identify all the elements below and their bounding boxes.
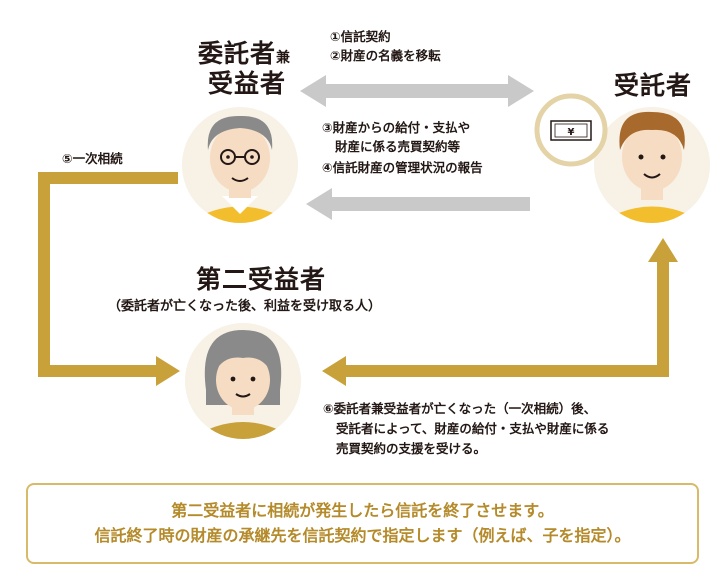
settlor-line2: 受益者 — [208, 69, 287, 98]
summary-line-1: 第二受益者に相続が発生したら信託を終了させます。 — [171, 501, 554, 520]
money-yen-symbol: ¥ — [568, 127, 575, 138]
step-5-label: ⑤一次相続 — [62, 151, 123, 166]
second-beneficiary-note: （委託者が亡くなった後、利益を受け取る人） — [108, 299, 382, 314]
step-2-label: ②財産の名義を移転 — [330, 48, 441, 63]
step-3-label-line2: 財産に係る売買契約等 — [335, 139, 461, 154]
step-6-label-line3: 売買契約の支援を受ける。 — [336, 441, 487, 456]
step-6-label-line1: ⑥委託者兼受益者が亡くなった（一次相続）後、 — [323, 401, 597, 416]
settlor-title: 委託者兼 — [198, 34, 291, 70]
second-beneficiary-title: 第二受益者 — [196, 265, 327, 294]
trustee-title: 受託者 — [614, 71, 693, 100]
money-icon: ¥ — [534, 93, 608, 167]
step-4-label: ④信託財産の管理状況の報告 — [322, 160, 483, 175]
settlor-avatar — [182, 107, 298, 223]
step-6-label-line2: 受託者によって、財産の給付・支払や財産に係る — [336, 421, 610, 436]
left-arrow-gray — [306, 188, 530, 220]
gold-arrow-trustee-support — [322, 238, 678, 386]
summary-box: 第二受益者に相続が発生したら信託を終了させます。 信託終了時の財産の承継先を信託… — [26, 483, 699, 564]
trustee-avatar — [594, 107, 710, 223]
second-beneficiary-avatar — [185, 323, 301, 439]
summary-line-2: 信託終了時の財産の承継先を信託契約で指定します（例えば、子を指定）。 — [94, 526, 631, 545]
step-1-label: ①信託契約 — [330, 29, 391, 44]
step-3-label-line1: ③財産からの給付・支払や — [322, 120, 471, 135]
settlor-suffix: 兼 — [276, 50, 292, 66]
gold-arrow-first-inheritance — [38, 172, 180, 386]
settlor-name: 委託者 — [198, 39, 277, 68]
double-arrow-gray — [300, 75, 534, 107]
